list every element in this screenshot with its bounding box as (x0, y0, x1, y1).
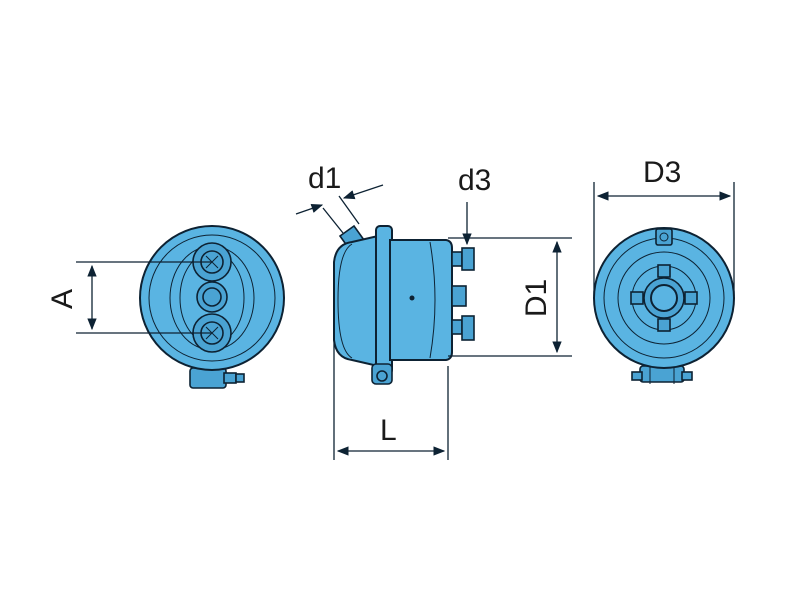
front-view (593, 227, 735, 384)
dimension-a-label: A (46, 289, 79, 309)
side-view-hinge (371, 363, 393, 385)
side-view-fitting-middle (451, 285, 467, 307)
dimension-d3: d3 (458, 164, 491, 246)
dimension-a: A (46, 261, 212, 334)
dimension-d3-diameter-label: D3 (643, 156, 681, 189)
dimension-l-label: L (380, 414, 397, 447)
rear-view-clamp (189, 367, 245, 389)
side-view-fitting-bottom (451, 315, 475, 341)
dimension-d3-diameter: D3 (593, 156, 735, 296)
side-view-chamber (333, 234, 379, 368)
rear-view-port-middle (196, 281, 228, 313)
side-view-rear-housing (389, 239, 453, 361)
front-view-clamp (631, 365, 693, 384)
front-view-top-port (655, 228, 673, 246)
side-view (322, 195, 475, 385)
dimension-d1-diameter: D1 (448, 237, 572, 357)
dimension-d1: d1 (295, 162, 384, 215)
side-view-fitting-top (451, 247, 475, 271)
dimension-l: L (333, 262, 449, 460)
dimension-d3-label: d3 (458, 164, 491, 197)
dimension-d1-diameter-label: D1 (520, 279, 553, 317)
dimension-d1-label: d1 (308, 162, 341, 195)
rear-view (139, 225, 285, 389)
